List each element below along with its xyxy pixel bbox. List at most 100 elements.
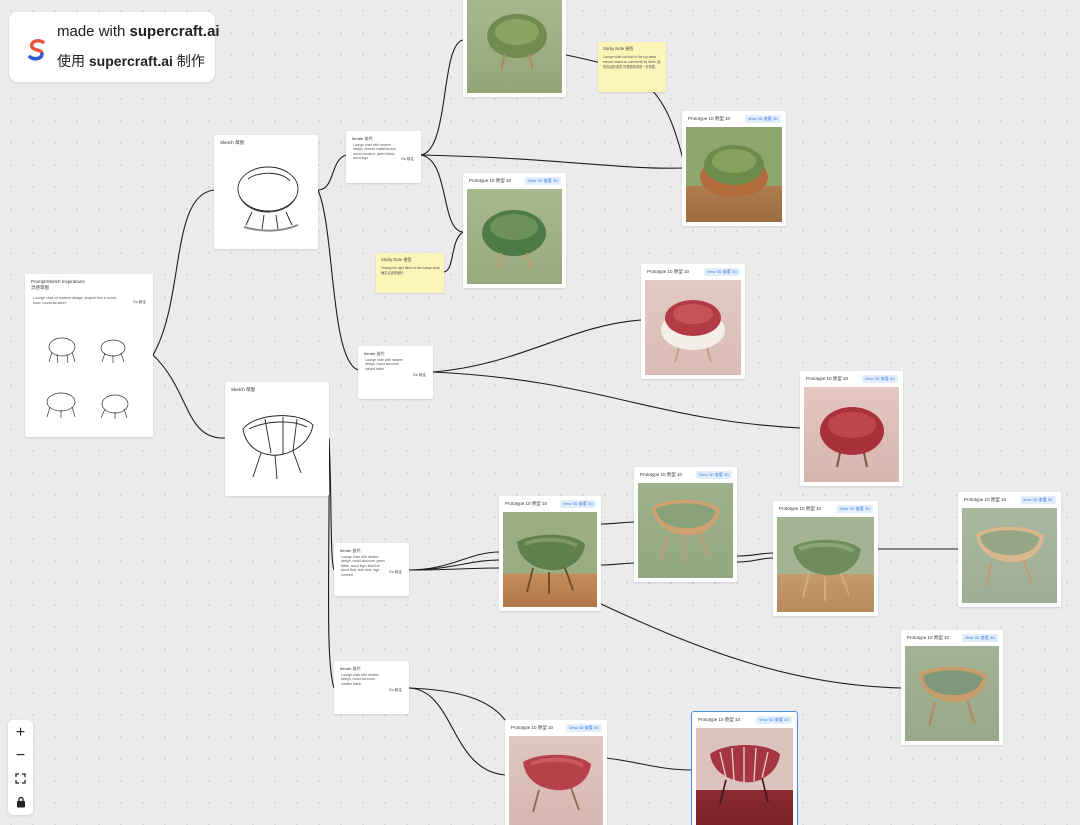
view-3d-button[interactable]: View 3D 查看 3D <box>744 115 781 123</box>
chair-render <box>517 534 585 594</box>
prompt-card[interactable]: Iterate 迭代 Lounge chair with modern desi… <box>358 346 433 399</box>
prompt-card[interactable]: Iterate 迭代 Lounge chair with modern desi… <box>346 131 421 183</box>
prototype-card[interactable]: Prototype 10 原型 10 View 3D 查看 3D <box>463 173 566 288</box>
chair-render <box>919 666 987 727</box>
prompt-text: Lounge chair with modern design, round s… <box>341 555 385 577</box>
inspiration-sketch-grid <box>46 337 129 419</box>
zoom-out-button[interactable]: − <box>15 746 26 764</box>
edge <box>408 551 500 571</box>
edge <box>420 39 464 156</box>
prompt-go-button[interactable]: Go 前往 <box>413 373 426 377</box>
prompt-go-button[interactable]: Go 前往 <box>389 570 402 574</box>
prototype-image <box>467 0 562 93</box>
view-3d-button[interactable]: View 3D 查看 3D <box>695 471 732 479</box>
chair-render <box>661 300 725 363</box>
chair-render <box>976 526 1044 587</box>
prompt-card[interactable]: Iterate 迭代 Lounge chair with modern desi… <box>334 543 409 596</box>
prototype-image <box>645 280 741 375</box>
chair-render <box>793 539 861 601</box>
prototype-card[interactable]: Prototype 10 原型 10 View 3D 查看 3D <box>800 371 903 486</box>
prototype-image <box>638 483 733 578</box>
view-3d-button[interactable]: View 3D 查看 3D <box>524 177 561 185</box>
edge <box>152 189 215 356</box>
prototype-title: Prototype 10 原型 10 <box>698 717 741 722</box>
view-3d-button[interactable]: View 3D 查看 3D <box>559 500 596 508</box>
zoom-controls: + − <box>8 720 33 815</box>
inspiration-go-button[interactable]: Go 前往 <box>133 300 146 304</box>
fit-to-screen-button[interactable] <box>8 767 33 790</box>
inspiration-prompt: Lounge chair of modern design, shaped li… <box>33 296 116 305</box>
prototype-image <box>804 387 899 482</box>
prompt-go-button[interactable]: Go 前往 <box>401 157 414 161</box>
prompt-title: Iterate 迭代 <box>340 548 361 553</box>
prototype-image <box>962 508 1057 603</box>
chair-render <box>482 210 546 270</box>
prototype-title: Prototype 10 原型 10 <box>469 178 512 183</box>
edge <box>420 154 686 169</box>
view-3d-button[interactable]: View 3D 查看 3D <box>1019 496 1056 504</box>
view-3d-button[interactable]: View 3D 查看 3D <box>861 375 898 383</box>
lock-button[interactable] <box>8 790 33 813</box>
view-3d-button[interactable]: View 3D 查看 3D <box>755 716 792 724</box>
view-3d-button[interactable]: View 3D 查看 3D <box>836 505 873 513</box>
view-3d-button[interactable]: View 3D 查看 3D <box>961 634 998 642</box>
prototype-image <box>467 189 562 284</box>
prototype-title: Prototype 10 原型 10 <box>511 725 554 730</box>
sticky-note-title: Sticky Note 便签 <box>603 46 634 51</box>
zoom-in-button[interactable]: + <box>15 723 26 741</box>
prototype-card[interactable]: Prototype 10 原型 10 View 3D 查看 3D <box>505 720 607 825</box>
sketch-card[interactable]: Sketch 草图 <box>214 135 318 249</box>
sketch-title: Sketch 草图 <box>231 387 256 392</box>
inspiration-title: Prompt/Sketch Inspirations <box>31 279 85 284</box>
prototype-image <box>905 646 999 741</box>
prototype-title: Prototype 10 原型 10 <box>640 472 683 477</box>
sticky-note[interactable]: Sticky Note 便签 Finding the right fabric … <box>376 253 444 293</box>
prompt-text: Lounge chair with modern design, round s… <box>341 673 379 686</box>
prototype-card[interactable]: Prototype 10 原型 10 View 3D 查看 3D <box>499 496 601 611</box>
prompt-card[interactable]: Iterate 迭代 Lounge chair with modern desi… <box>334 661 409 714</box>
lock-icon <box>16 796 25 807</box>
prototype-card[interactable]: Prototype 10 原型 10 View 3D 查看 3D <box>682 111 786 226</box>
fit-screen-icon <box>15 773 26 784</box>
prototype-card[interactable]: Prototype 10 原型 10 View 3D 查看 3D <box>634 467 737 582</box>
prototype-card[interactable]: Prototype 10 原型 10 View 3D 查看 3D <box>773 501 878 616</box>
prompt-title: Iterate 迭代 <box>352 136 373 141</box>
edge <box>408 687 506 776</box>
prototype-image <box>509 736 603 825</box>
chair-sketch-illustration <box>237 166 299 232</box>
prototype-card-selected[interactable]: Prototype 10 原型 10 View 3D 查看 3D <box>691 711 798 825</box>
chair-render <box>700 145 768 197</box>
edge <box>736 552 774 557</box>
edge <box>432 319 642 373</box>
prompt-go-button[interactable]: Go 前往 <box>389 688 402 692</box>
prototype-title: Prototype 10 原型 10 <box>688 116 731 121</box>
edge <box>317 189 359 371</box>
prototype-title: Prototype 10 原型 10 <box>779 506 822 511</box>
view-3d-button[interactable]: View 3D 查看 3D <box>703 268 740 276</box>
edge <box>408 687 506 721</box>
chair-render <box>710 745 780 805</box>
edge <box>408 567 500 571</box>
edge <box>317 154 347 191</box>
edge <box>408 559 500 571</box>
view-3d-button[interactable]: View 3D 查看 3D <box>565 724 602 732</box>
chair-render <box>652 499 720 561</box>
prompt-title: Iterate 迭代 <box>364 351 385 356</box>
inspiration-card[interactable]: Prompt/Sketch Inspirations 灵感草图 Lounge c… <box>25 274 153 437</box>
prototype-image <box>696 728 793 825</box>
edge <box>443 231 464 273</box>
prototype-title: Prototype 10 原型 10 <box>806 376 849 381</box>
chair-render <box>523 754 591 813</box>
sketch-title: Sketch 草图 <box>220 140 245 145</box>
prototype-image <box>777 517 874 612</box>
prototype-card[interactable]: Prototype 10 原型 10 View 3D 查看 3D <box>958 492 1061 607</box>
sketch-card[interactable]: Sketch 草图 <box>225 382 329 496</box>
prototype-image <box>686 127 782 222</box>
sticky-note[interactable]: Sticky Note 便签 Lounge chair concept of t… <box>598 42 666 92</box>
chair-render <box>820 407 884 468</box>
prototype-card[interactable]: Prototype 10 原型 10 View 3D 查看 3D <box>641 264 745 379</box>
prototype-card[interactable] <box>463 0 566 97</box>
prototype-card[interactable]: Prototype 10 原型 10 View 3D 查看 3D <box>901 630 1003 745</box>
watermark-line-2: 使用 supercraft.ai 制作 <box>57 53 205 69</box>
